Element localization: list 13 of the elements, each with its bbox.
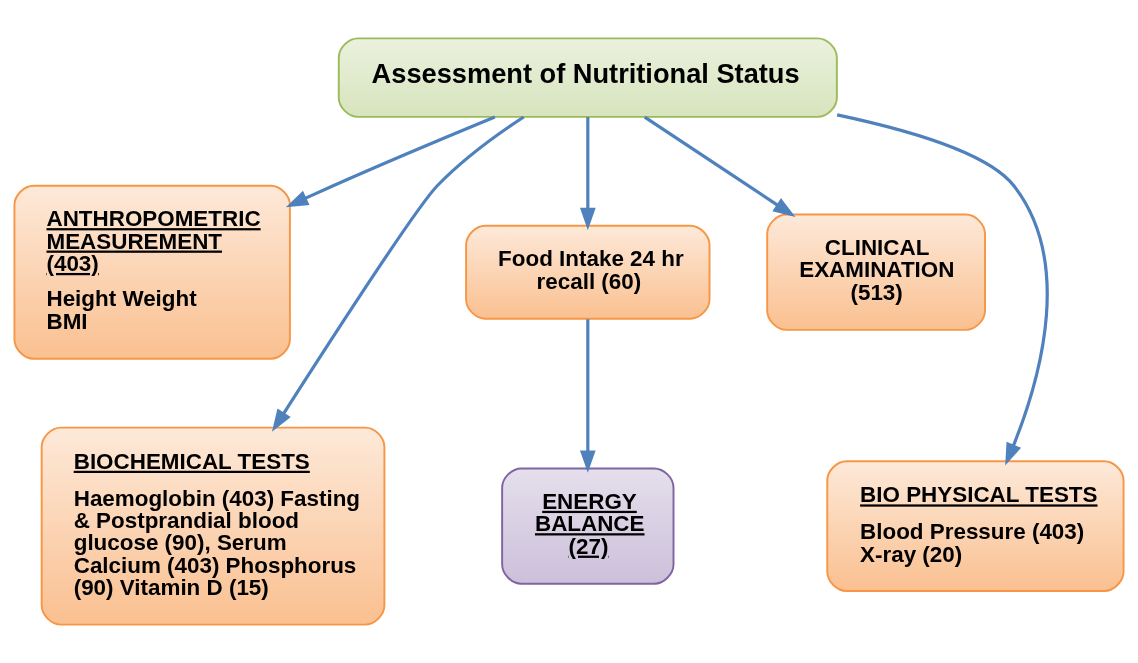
arrow [579,319,596,473]
node-box: BIO PHYSICAL TESTS Blood Pressure (403) X-ray (20) [826,460,1125,592]
arrow [579,117,596,231]
node-box: CLINICAL EXAMINATION (513) [766,213,986,331]
node-box: Food Intake 24 hr recall (60) [465,224,711,320]
node-box: Assessment of Nutritional Status [337,37,838,118]
node-box: ENERGY BALANCE (27) [501,467,675,585]
node-box: BIOCHEMICAL TESTS Haemoglobin (403) Fasting & Postprandial blood glucose (90), Serum Calcium (403) Phosphorus (90) Vitamin D (15) [40,426,386,626]
arrow [643,115,796,218]
arrow [836,113,1049,466]
node-box: ANTHROPOMETRIC MEASUREMENT (403) Height Weight BMI [13,184,291,360]
arrow [285,115,496,208]
arrow [271,115,525,432]
